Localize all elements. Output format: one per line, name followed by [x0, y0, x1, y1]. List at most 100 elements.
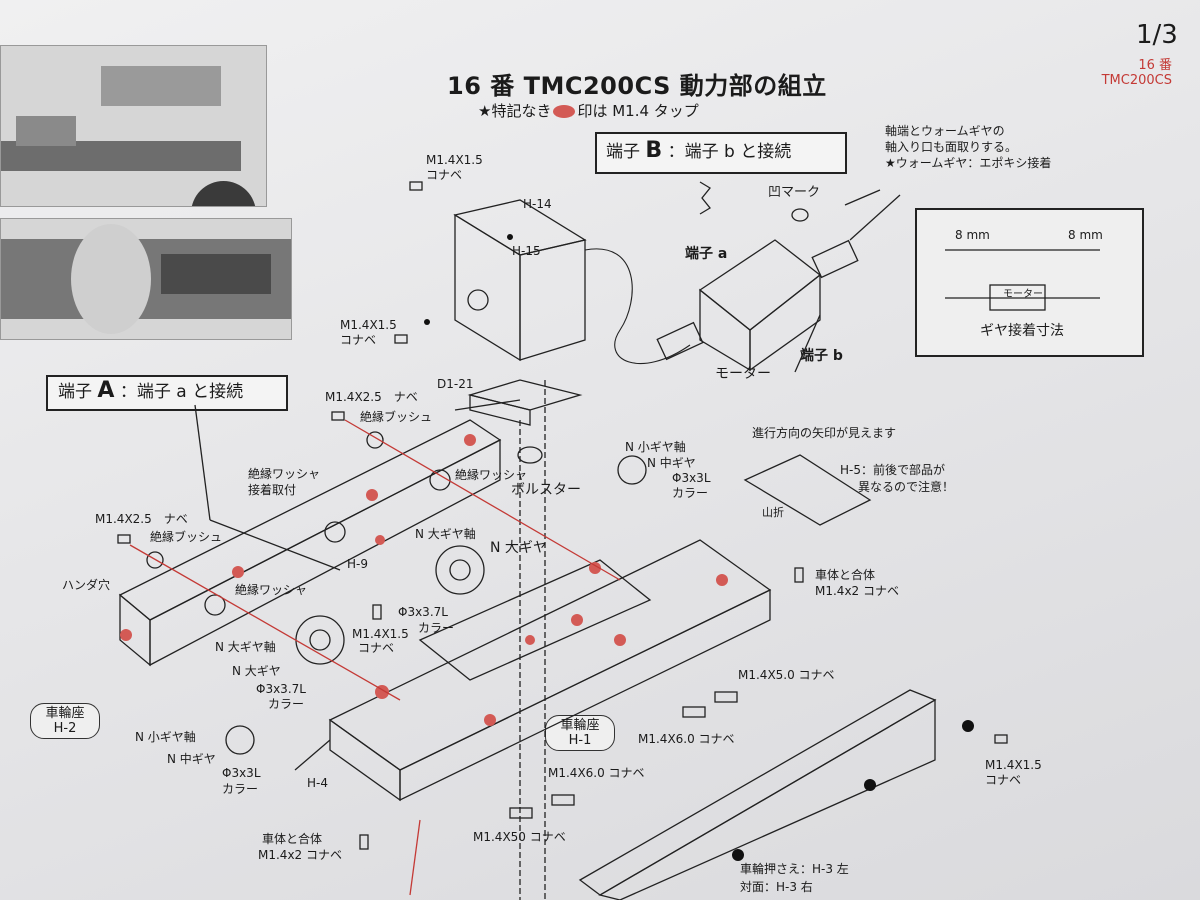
dent-mark-label: 凹マーク: [768, 185, 821, 200]
collar-3x3-1: Φ3x3L: [672, 471, 711, 485]
screw-60-a: M1.4X6.0 コナベ: [638, 732, 735, 746]
worm-note-3: ★ウォームギヤ：エポキシ接着: [885, 156, 1052, 170]
chassis-photo-bottom: [0, 218, 292, 340]
h4-label: H-4: [307, 776, 328, 790]
insul-washer-glue-2: 接着取付: [248, 483, 297, 497]
fold-note: 山折: [762, 506, 784, 519]
collar-37-2: Φ3x3.7L: [256, 682, 306, 696]
insul-washer-glue-1: 絶縁ワッシャ: [248, 467, 321, 481]
n-mid-gear-1: N 中ギヤ: [647, 456, 696, 470]
body-join-2: 車体と合体: [262, 832, 323, 846]
wheel-seat-h2-b: H-2: [53, 721, 77, 736]
h9-label: H-9: [347, 557, 368, 571]
terminal-b-letter: B: [645, 138, 663, 163]
terminal-b-rest: ：端子 b と接続: [667, 142, 792, 162]
page-code-line1: 16 番: [1138, 58, 1172, 73]
n-big-gear-1: N 大ギヤ: [490, 540, 547, 556]
collar-37-2b: カラー: [268, 697, 305, 711]
motor-body-front: [699, 288, 751, 372]
page-title: 16 番 TMC200CS 動力部の組立: [447, 72, 827, 100]
screw-top-1: M1.4X1.5: [426, 153, 483, 167]
gear-inset-left-dim: 8 mm: [955, 228, 990, 242]
motor-shaft-right: [811, 239, 859, 279]
direction-note: 進行方向の矢印が見えます: [752, 426, 897, 440]
screw-nabe-1: M1.4X2.5 ナベ: [325, 390, 418, 404]
terminal-a-label: 端子 A ：端子 a と接続: [58, 377, 243, 403]
h15-label: H-15: [512, 244, 541, 258]
insul-bush-2: 絶縁ブッシュ: [150, 530, 223, 544]
dent-bracket: [699, 181, 711, 215]
d121-label: D1-21: [437, 377, 474, 391]
page-code: 16 番 TMC200CS: [1102, 58, 1172, 88]
n-big-gear-1: [295, 615, 345, 665]
screw-60-b: M1.4X6.0 コナベ: [548, 766, 645, 780]
n-mid-gear-2: N 中ギヤ: [167, 752, 216, 766]
screw-mid: M1.4X1.5: [340, 318, 397, 332]
h5-note-2: 異なるので注意！: [858, 480, 955, 494]
n-big-gear-axle-1: N 大ギヤ軸: [415, 527, 476, 541]
terminal-b-label: 端子 B ：端子 b と接続: [606, 137, 791, 163]
worm-note-2: 軸入り口も面取りする。: [885, 140, 1018, 154]
collar-3x3-1b: カラー: [672, 486, 709, 500]
screw-konabe-15b: コナベ: [358, 641, 395, 655]
page-code-line2: TMC200CS: [1101, 73, 1172, 88]
body-join-1: 車体と合体: [815, 568, 876, 582]
terminal-a-box: [46, 375, 288, 411]
gear-inset-right-dim: 8 mm: [1068, 228, 1103, 242]
bracket-hole: [467, 289, 489, 311]
h14-label: H-14: [523, 197, 552, 211]
motor-body-side: [749, 273, 821, 372]
chassis-photo-top: [0, 45, 267, 207]
terminal-a-prefix: 端子: [58, 382, 92, 402]
page-subtitle: ★特記なき印は M1.4 タップ: [478, 100, 699, 121]
screw-50: M1.4X5.0 コナベ: [738, 668, 835, 682]
terminal-a-part-label: 端子 a: [685, 246, 728, 262]
collar-3x3-2: Φ3x3L: [222, 766, 261, 780]
terminal-a-letter: A: [97, 378, 115, 403]
wheel-seat-h2-pill: 車輪座 H-2: [30, 703, 100, 739]
wheel-press-2: 対面：H-3 右: [740, 880, 813, 894]
n-mid-gear-2: [225, 725, 255, 755]
screw-15-right: M1.4X1.5: [985, 758, 1042, 772]
tap-marks: [120, 434, 728, 726]
insul-washer-2: 絶縁ワッシャ: [235, 583, 308, 597]
wheel-press-1: 車輪押さえ：H-3 左: [740, 862, 849, 876]
collar-37-1: Φ3x3.7L: [398, 605, 448, 619]
bolster-label: ボルスター: [511, 482, 581, 498]
gear-inset-title: ギヤ接着寸法: [980, 323, 1064, 339]
screw-top-1b: コナベ: [426, 168, 463, 182]
body-join-2b: M1.4x2 コナベ: [258, 848, 342, 862]
terminal-b-box: [595, 132, 847, 174]
motor-label: モーター: [715, 366, 771, 382]
screw-15-right-b: コナベ: [985, 773, 1022, 787]
gear-inset-motor: モーター: [1003, 289, 1043, 300]
dent-disc: [791, 208, 809, 222]
screw-konabe-15: M1.4X1.5: [352, 627, 409, 641]
collar-3x3-2b: カラー: [222, 782, 259, 796]
n-mid-gear-1: [617, 455, 647, 485]
n-big-gear-axle-2: N 大ギヤ軸: [215, 640, 276, 654]
n-small-gear-axle-1: N 小ギヤ軸: [625, 440, 686, 454]
collar-37-1b: カラー: [418, 621, 455, 635]
subtitle-pre: ★特記なき: [478, 102, 552, 120]
tap-mark-legend-icon: [553, 105, 576, 118]
insul-washer-1: 絶縁ワッシャ: [455, 468, 528, 482]
wheel-seat-h1-pill: 車輪座 H-1: [545, 715, 615, 751]
terminal-a-rest: ：端子 a と接続: [119, 382, 244, 402]
n-small-gear-axle-2: N 小ギヤ軸: [135, 730, 196, 744]
solder-hole: ハンダ穴: [62, 578, 111, 592]
wheel-seat-h2-a: 車輪座: [45, 706, 85, 721]
h5-note-1: H-5：前後で部品が: [840, 463, 945, 477]
n-big-gear-2: N 大ギヤ: [232, 664, 281, 678]
worm-note-1: 軸端とウォームギヤの: [885, 124, 1005, 138]
screw-nabe-2: M1.4X2.5 ナベ: [95, 512, 188, 526]
body-join-1b: M1.4x2 コナベ: [815, 584, 899, 598]
terminal-b-prefix: 端子: [606, 142, 640, 162]
wheel-seat-h1-a: 車輪座: [560, 718, 600, 733]
motor-shaft-left: [656, 321, 704, 361]
insul-bush-1: 絶縁ブッシュ: [360, 410, 433, 424]
terminal-b-part-label: 端子 b: [800, 348, 843, 364]
screw-50-b: M1.4X50 コナベ: [473, 830, 566, 844]
n-big-gear-2: [435, 545, 485, 595]
